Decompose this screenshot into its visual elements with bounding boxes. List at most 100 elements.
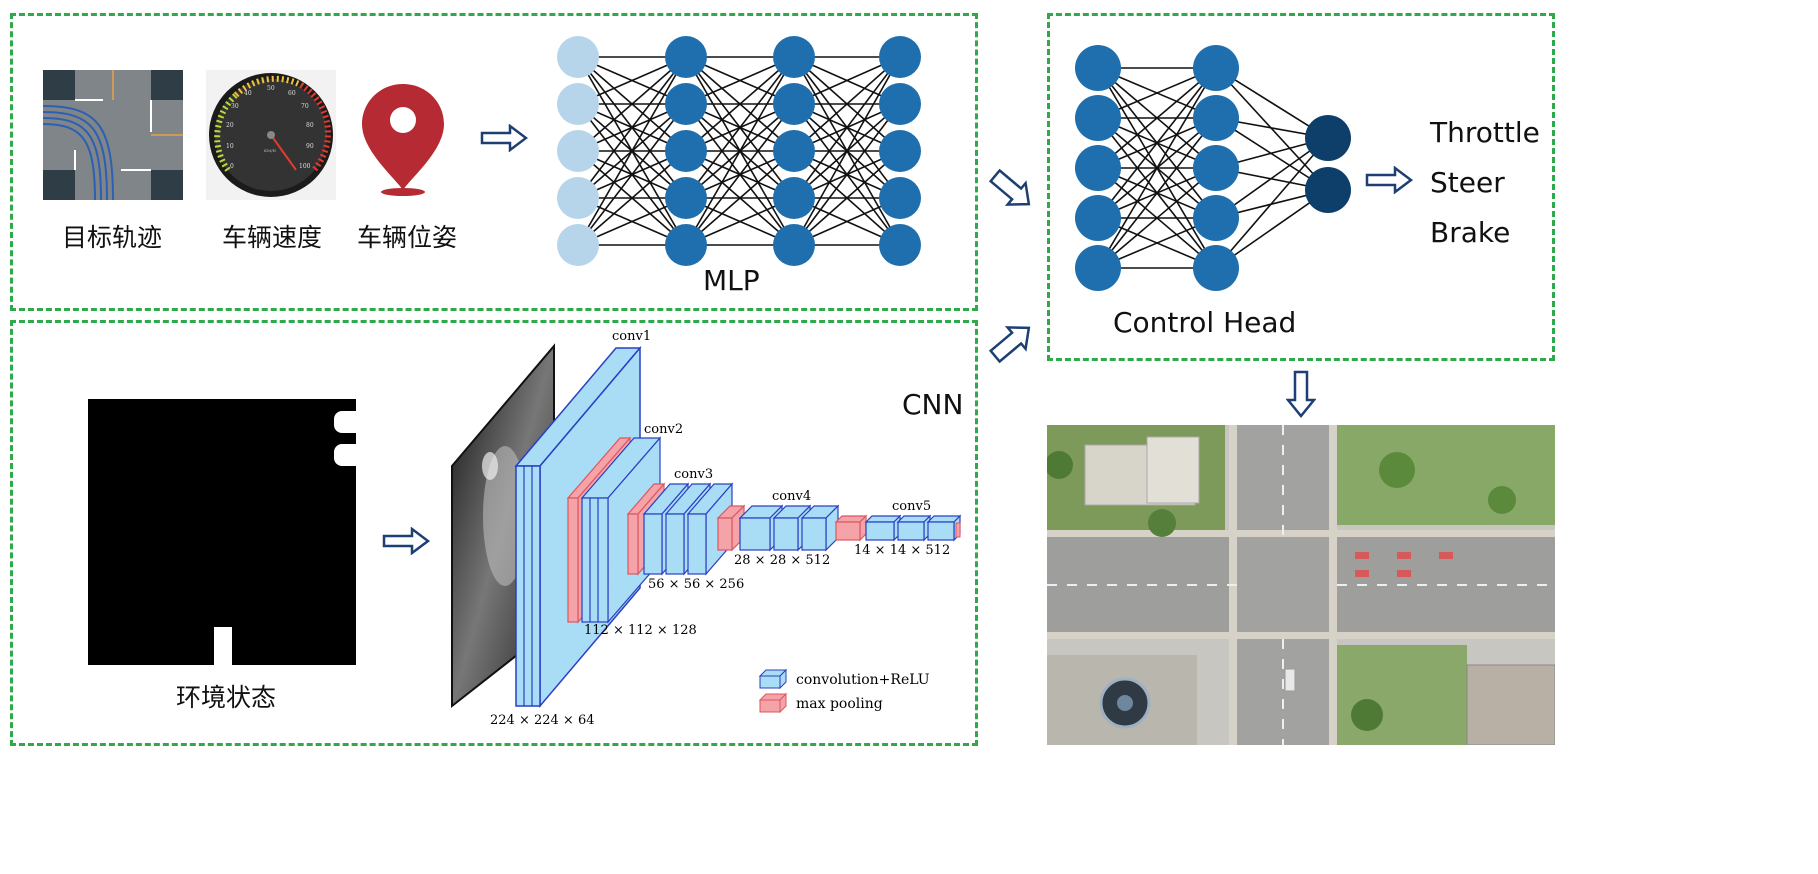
control-head-panel — [1047, 13, 1555, 361]
layer-size: 14 × 14 × 512 — [854, 543, 950, 558]
network-node — [1305, 115, 1351, 161]
aerial-driving-scene-image — [1047, 425, 1555, 745]
speed-tick: 30 — [231, 103, 239, 110]
ego-vehicle-marker — [214, 627, 232, 665]
network-node — [879, 130, 921, 172]
env-state-label: 环境状态 — [176, 683, 277, 712]
network-edge — [1097, 117, 1217, 269]
arrow-icon — [1365, 166, 1413, 194]
output-steer: Steer — [1430, 166, 1505, 199]
network-edge — [793, 103, 901, 246]
network-node — [1305, 167, 1351, 213]
network-node — [1193, 195, 1239, 241]
speed-tick: 40 — [244, 90, 252, 97]
network-edge — [1215, 137, 1329, 269]
input-label-trajectory: 目标轨迹 — [62, 223, 163, 252]
network-edge — [685, 150, 795, 246]
network-node — [773, 224, 815, 266]
speed-tick: 50 — [267, 85, 275, 92]
network-node — [1075, 195, 1121, 241]
network-node — [879, 224, 921, 266]
legend-pool-label: max pooling — [796, 696, 883, 712]
network-edge — [1215, 67, 1329, 191]
inputs-panel — [10, 13, 978, 311]
network-node — [879, 177, 921, 219]
layer-name: conv5 — [892, 499, 931, 514]
network-node — [1193, 245, 1239, 291]
speed-tick: 20 — [226, 122, 234, 129]
arrow-icon — [480, 124, 528, 152]
control-head-network-diagram — [1075, 45, 1351, 291]
network-node — [665, 177, 707, 219]
network-edge — [793, 56, 901, 246]
layer-name: conv4 — [772, 489, 811, 504]
speed-tick: 70 — [301, 103, 309, 110]
network-node — [557, 177, 599, 219]
network-edge — [577, 103, 687, 246]
cnn-panel — [10, 320, 978, 746]
network-node — [1193, 95, 1239, 141]
cnn-legend: convolution+ReLU max pooling — [758, 668, 930, 714]
network-node — [665, 36, 707, 78]
network-edge — [1097, 167, 1217, 269]
mlp-network-diagram — [557, 36, 921, 266]
input-label-speed: 车辆速度 — [222, 223, 323, 252]
arrow-icon — [988, 326, 1031, 364]
network-node — [665, 130, 707, 172]
network-node — [665, 83, 707, 125]
trajectory-map-icon — [43, 70, 183, 200]
layer-name: conv3 — [674, 467, 713, 482]
network-node — [665, 224, 707, 266]
network-node — [557, 83, 599, 125]
network-node — [773, 130, 815, 172]
input-label-pose: 车辆位姿 — [357, 223, 458, 252]
network-node — [557, 36, 599, 78]
speedometer-icon: 0 10 20 30 40 50 60 70 80 90 100 KM/H — [206, 70, 336, 200]
speed-tick: 0 — [230, 163, 234, 170]
speed-tick: 60 — [288, 90, 296, 97]
arrow-icon — [988, 168, 1031, 206]
network-node — [1075, 45, 1121, 91]
speed-tick: 80 — [306, 122, 314, 129]
obstacle-blob — [334, 411, 356, 433]
network-edge — [685, 56, 795, 199]
network-edge — [685, 56, 795, 246]
network-edge — [1097, 67, 1217, 219]
environment-state-image — [88, 399, 356, 665]
network-edge — [577, 56, 687, 199]
control-head-label: Control Head — [1113, 306, 1297, 339]
cnn-label: CNN — [902, 388, 964, 421]
output-throttle: Throttle — [1430, 116, 1540, 149]
network-node — [1193, 45, 1239, 91]
legend-conv-label: convolution+ReLU — [796, 672, 930, 688]
obstacle-blob — [334, 444, 356, 466]
speed-tick: 90 — [306, 143, 314, 150]
network-edge — [793, 56, 901, 199]
speed-tick: 100 — [299, 163, 311, 170]
network-edge — [793, 56, 901, 152]
layer-size: 224 × 224 × 64 — [490, 713, 594, 728]
layer-size: 112 × 112 × 128 — [584, 623, 697, 638]
network-edge — [577, 56, 687, 152]
network-edge — [685, 56, 795, 152]
network-edge — [577, 150, 687, 246]
network-node — [879, 36, 921, 78]
layer-name: conv1 — [612, 329, 651, 344]
arrow-icon — [1286, 370, 1316, 418]
speed-unit: KM/H — [264, 148, 276, 153]
output-brake: Brake — [1430, 216, 1511, 249]
layer-size: 28 × 28 × 512 — [734, 553, 830, 568]
network-node — [1075, 245, 1121, 291]
mlp-label: MLP — [703, 264, 760, 297]
network-node — [773, 36, 815, 78]
network-node — [1193, 145, 1239, 191]
layer-name: conv2 — [644, 422, 683, 437]
network-node — [773, 83, 815, 125]
network-node — [1075, 145, 1121, 191]
network-node — [773, 177, 815, 219]
network-edge — [577, 56, 687, 246]
network-node — [1075, 95, 1121, 141]
location-pin-icon — [362, 84, 444, 196]
arrow-icon — [382, 527, 430, 555]
network-edge — [685, 103, 795, 246]
